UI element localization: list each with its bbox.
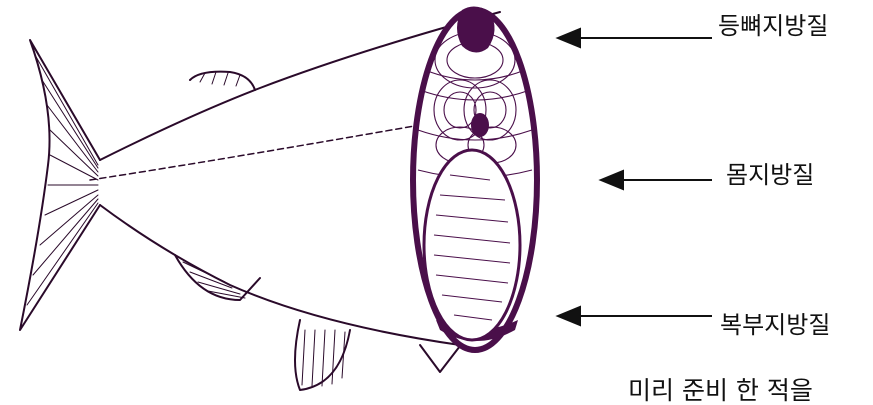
arrow-body-fat-head xyxy=(601,171,623,189)
label-belly-fat: 복부지방질 xyxy=(720,313,830,337)
label-back-fat: 등뼈지방질 xyxy=(718,14,828,38)
dorsal-fin xyxy=(190,72,255,90)
dorsal-fat-blob xyxy=(457,6,495,52)
arrow-belly-fat-head xyxy=(558,307,580,325)
caudal-lower-fin xyxy=(420,345,460,372)
lateral-line xyxy=(90,125,420,180)
tail-fin-rays xyxy=(27,55,98,305)
arrow-back-fat-head xyxy=(558,29,580,47)
body-cavity xyxy=(424,150,520,340)
label-body-fat: 몸지방질 xyxy=(726,163,814,187)
spine-blob xyxy=(471,113,489,137)
cross-section xyxy=(413,6,537,350)
caption-text: 미리 준비 한 적을 xyxy=(628,378,813,403)
